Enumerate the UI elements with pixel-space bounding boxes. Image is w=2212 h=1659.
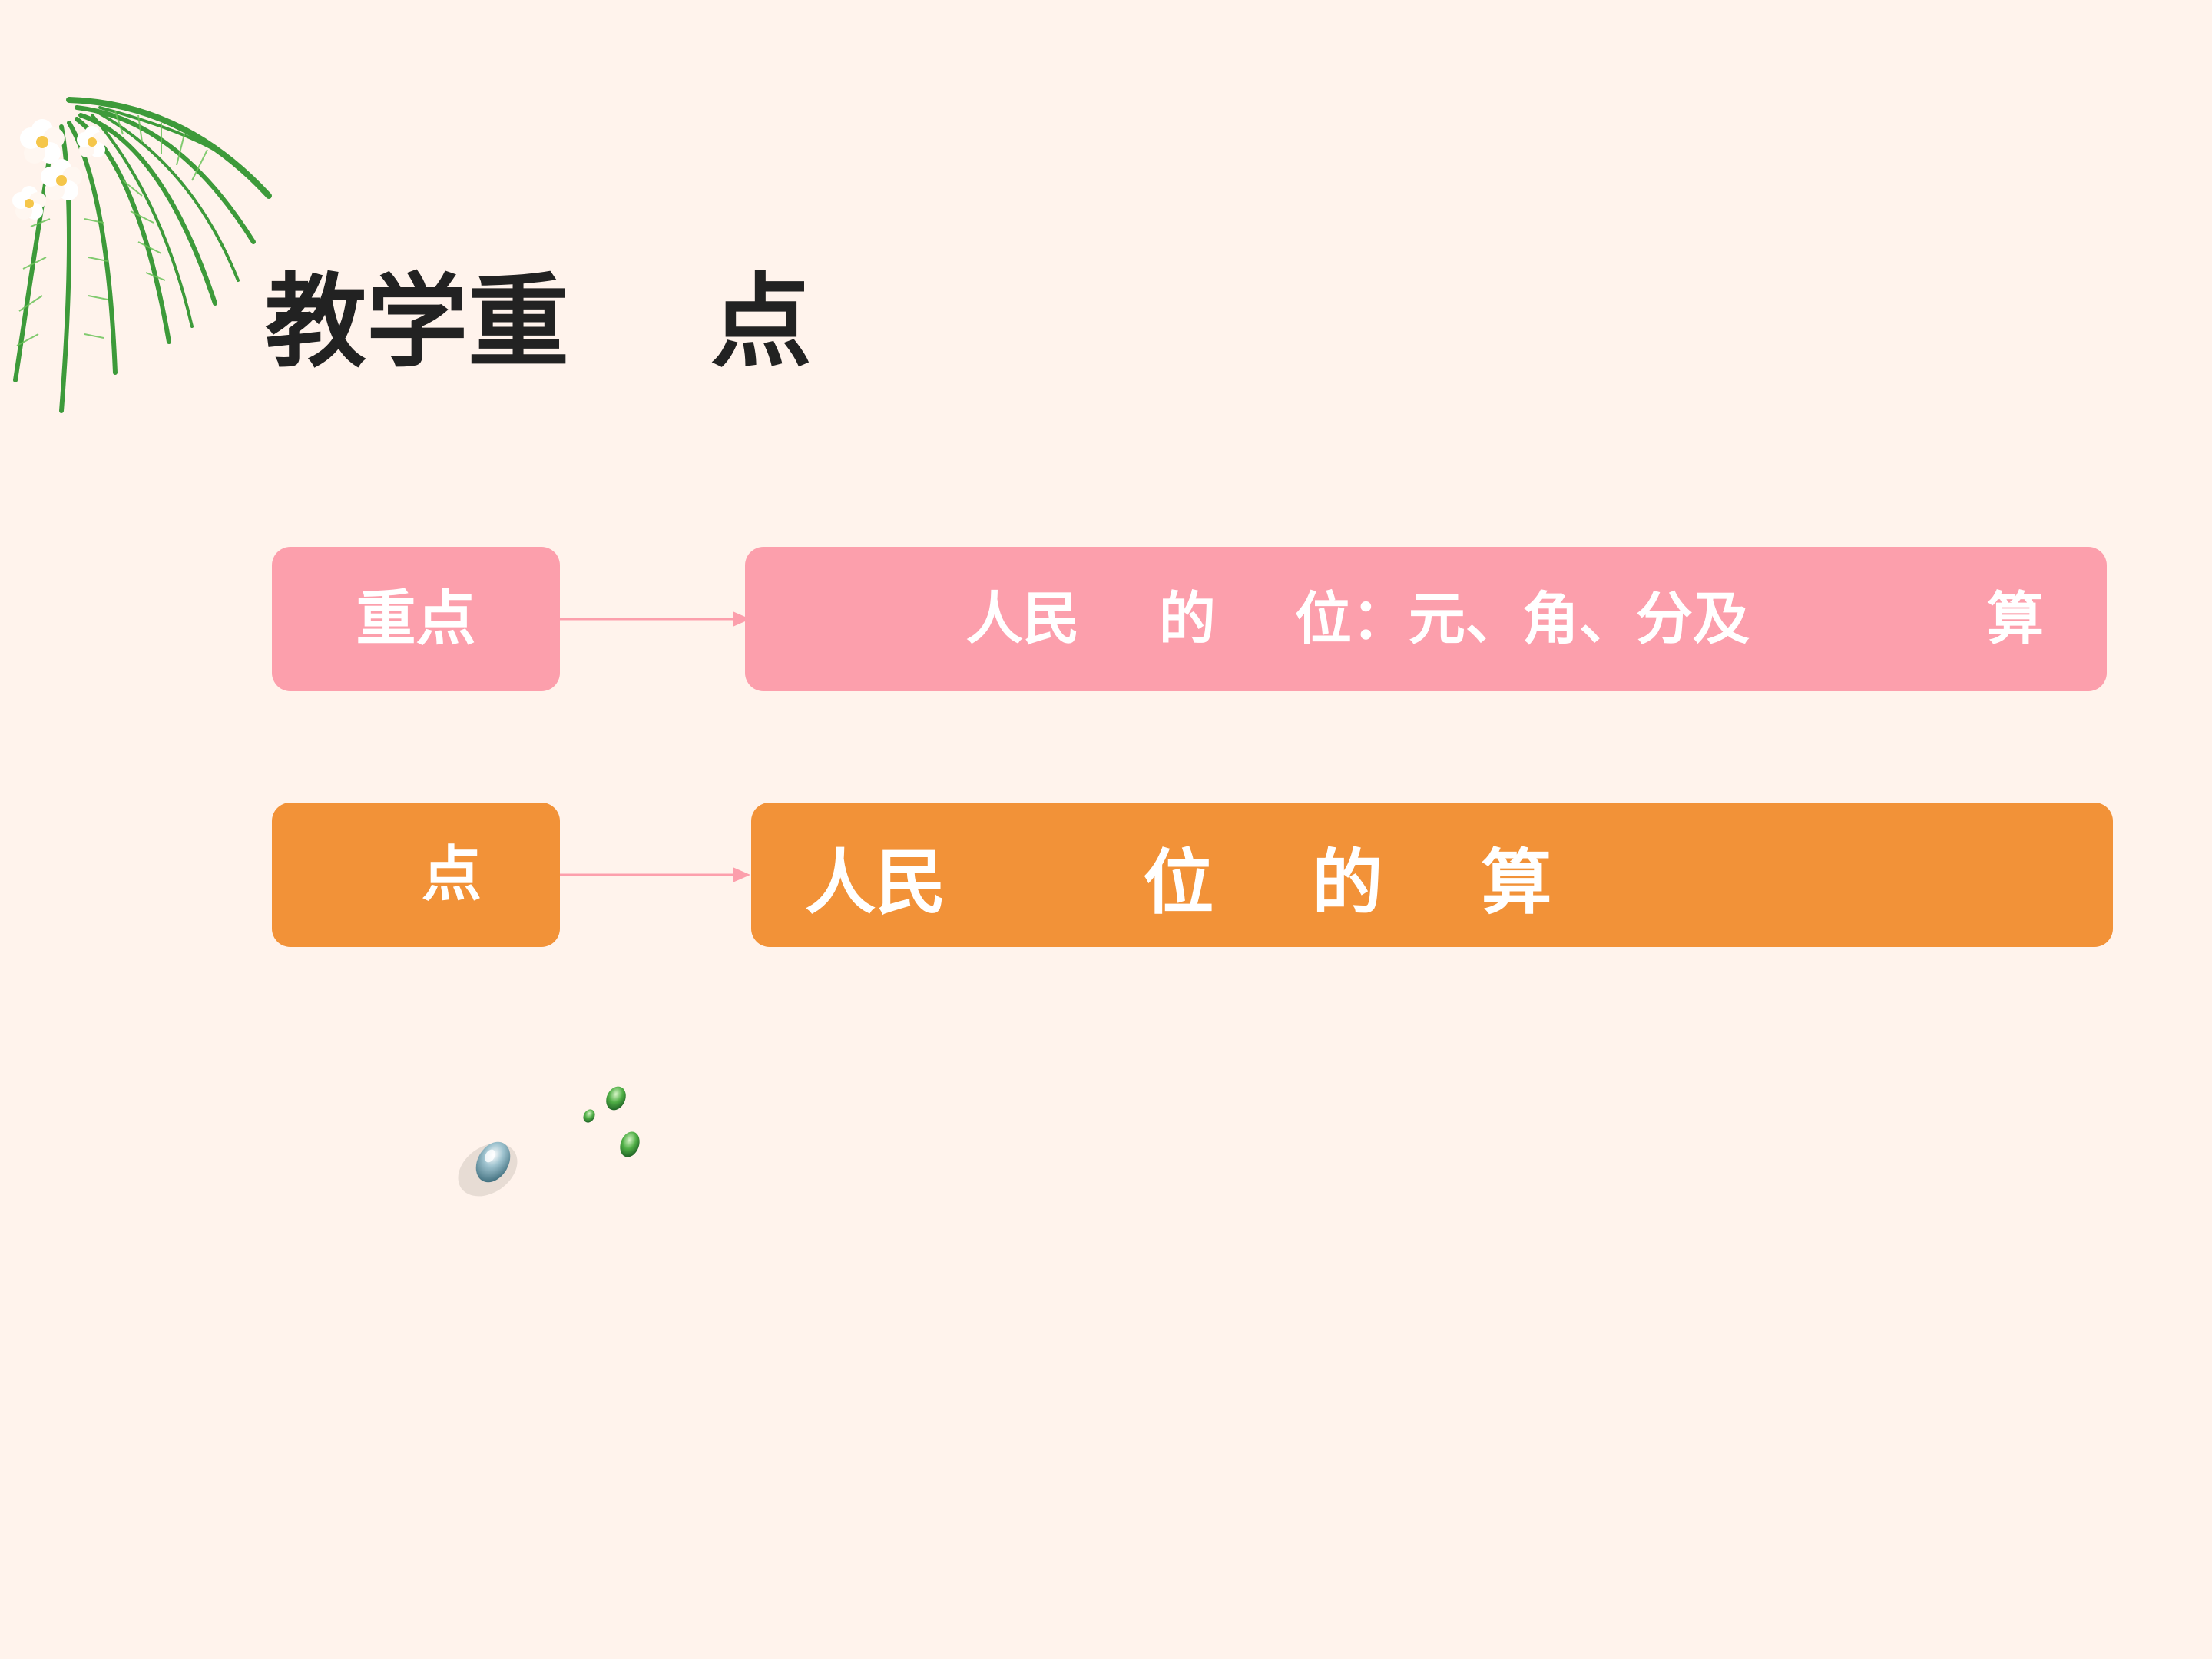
difficult-point-label: 点	[272, 803, 560, 947]
water-droplet-icon	[458, 1086, 640, 1197]
arrow-right-icon	[560, 867, 750, 882]
difficult-point-detail: 人民 位 的 算	[751, 803, 2113, 947]
arrow-right-icon	[560, 611, 750, 627]
key-point-detail: 人民 的 位：元、角、分及 算	[745, 547, 2107, 691]
slide-title: 教学重 点	[265, 263, 812, 382]
key-point-label: 重点	[272, 547, 560, 691]
palm-leaf-flower-icon	[12, 97, 272, 413]
